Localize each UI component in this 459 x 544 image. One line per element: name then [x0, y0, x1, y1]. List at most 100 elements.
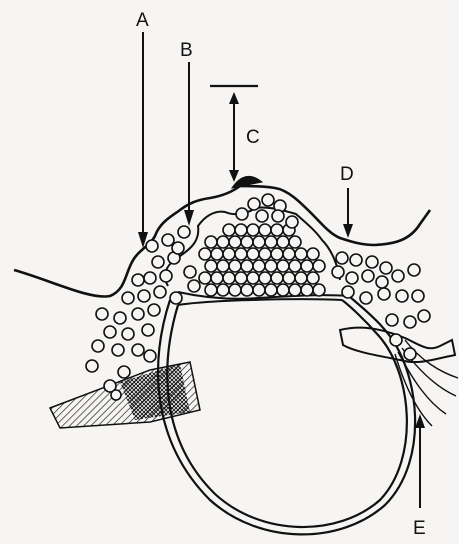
cell — [350, 254, 362, 266]
cell — [178, 226, 190, 238]
cell — [346, 272, 358, 284]
cell — [144, 272, 156, 284]
cell — [211, 248, 223, 260]
cell — [404, 316, 416, 328]
cell — [223, 224, 235, 236]
label-a: A — [136, 10, 149, 31]
label-a-group: A — [136, 10, 149, 248]
cell — [366, 256, 378, 268]
cell — [301, 260, 313, 272]
cell — [217, 236, 229, 248]
cell — [277, 260, 289, 272]
label-c-group: C — [210, 86, 260, 182]
cell — [262, 194, 274, 206]
cell — [223, 272, 235, 284]
cell — [236, 208, 248, 220]
cell — [199, 248, 211, 260]
cell — [376, 276, 388, 288]
cell — [132, 344, 144, 356]
cell — [283, 248, 295, 260]
cell — [259, 224, 271, 236]
cell — [92, 340, 104, 352]
cell — [271, 248, 283, 260]
cell — [188, 280, 200, 292]
cell — [289, 236, 301, 248]
cell — [271, 224, 283, 236]
label-d-group: D — [340, 164, 354, 238]
cell — [408, 264, 420, 276]
cell — [253, 236, 265, 248]
cell — [295, 248, 307, 260]
cell — [378, 288, 390, 300]
label-d: D — [340, 164, 354, 185]
cell — [229, 236, 241, 248]
label-b: B — [180, 40, 193, 61]
cell — [247, 224, 259, 236]
cell — [160, 270, 172, 282]
cell — [380, 262, 392, 274]
cell — [211, 272, 223, 284]
cell — [217, 284, 229, 296]
cell — [277, 284, 289, 296]
cell — [283, 272, 295, 284]
cell — [313, 260, 325, 272]
cell — [404, 348, 416, 360]
cell — [386, 314, 398, 326]
cell — [144, 350, 156, 362]
cell — [272, 210, 284, 222]
cell — [256, 210, 268, 222]
cell — [248, 198, 260, 210]
cell — [229, 260, 241, 272]
cell — [412, 290, 424, 302]
cell — [336, 252, 348, 264]
cell — [253, 284, 265, 296]
cell — [247, 272, 259, 284]
cell — [223, 248, 235, 260]
cell — [286, 216, 298, 228]
cell — [146, 240, 158, 252]
cell — [259, 248, 271, 260]
label-e: E — [413, 518, 426, 539]
cell — [295, 272, 307, 284]
cell — [259, 272, 271, 284]
cell — [122, 328, 134, 340]
cell — [142, 324, 154, 336]
cell — [172, 242, 184, 254]
cell — [253, 260, 265, 272]
cell — [360, 292, 372, 304]
cell — [418, 310, 430, 322]
cell — [313, 284, 325, 296]
cell — [205, 236, 217, 248]
cell — [104, 326, 116, 338]
cell — [132, 274, 144, 286]
cell — [289, 284, 301, 296]
cell — [265, 236, 277, 248]
capsule-outer — [158, 292, 415, 534]
cell — [114, 312, 126, 324]
cell — [342, 286, 354, 298]
cell — [307, 248, 319, 260]
cell — [138, 290, 150, 302]
cell — [118, 366, 130, 378]
cell — [247, 248, 259, 260]
cell — [217, 260, 229, 272]
cell — [205, 284, 217, 296]
cell — [96, 308, 108, 320]
cell — [241, 236, 253, 248]
cell — [199, 272, 211, 284]
cell — [301, 284, 313, 296]
cell — [112, 344, 124, 356]
cell — [396, 290, 408, 302]
cell — [229, 284, 241, 296]
cell — [154, 286, 166, 298]
cell — [170, 292, 182, 304]
cell — [289, 260, 301, 272]
cell — [265, 260, 277, 272]
cell — [205, 260, 217, 272]
cell — [241, 284, 253, 296]
cell — [392, 270, 404, 282]
cell — [235, 224, 247, 236]
cell — [148, 304, 160, 316]
cell — [271, 272, 283, 284]
